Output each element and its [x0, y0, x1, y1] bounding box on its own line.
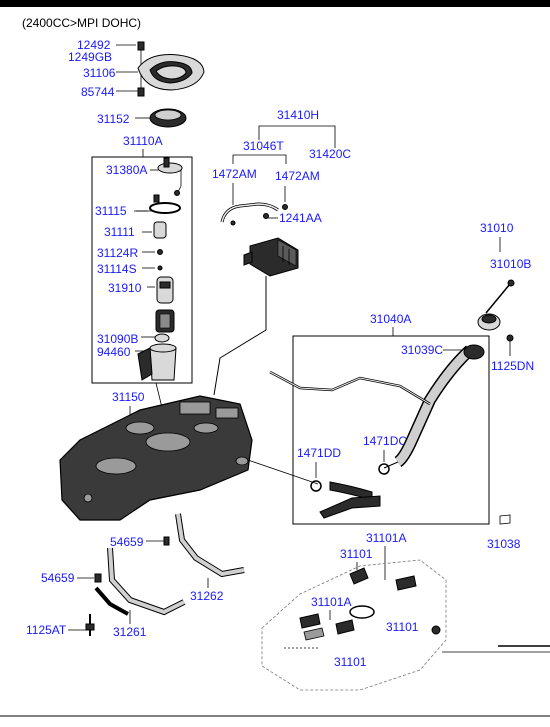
part-label-1472AM-left[interactable]: 1472AM — [212, 167, 257, 181]
filler-neck-graphic — [269, 334, 514, 519]
part-label-12492[interactable]: 12492 — [77, 38, 111, 52]
part-label-31910[interactable]: 31910 — [108, 281, 142, 295]
engine-variant-heading: (2400CC>MPI DOHC) — [22, 16, 141, 30]
part-label-31262[interactable]: 31262 — [190, 589, 224, 603]
part-label-31410H[interactable]: 31410H — [277, 108, 319, 122]
part-label-31111[interactable]: 31111 — [104, 225, 135, 239]
part-label-31101A-top[interactable]: 31101A — [366, 531, 406, 545]
vent-line-graphic — [213, 276, 267, 396]
part-label-31106[interactable]: 31106 — [83, 66, 116, 80]
part-label-31010[interactable]: 31010 — [480, 221, 514, 235]
part-label-1125DN[interactable]: 1125DN — [491, 359, 534, 373]
part-label-1472AM-right[interactable]: 1472AM — [275, 169, 320, 183]
pump-parts-graphic — [134, 157, 183, 381]
part-label-31039C[interactable]: 31039C — [401, 343, 443, 357]
part-label-31150[interactable]: 31150 — [112, 390, 145, 404]
heat-shield-tank-graphic — [261, 559, 447, 691]
part-label-54659-upper[interactable]: 54659 — [110, 535, 144, 549]
pump-assembly-box — [91, 156, 193, 384]
part-label-85744[interactable]: 85744 — [81, 85, 115, 99]
part-label-31152[interactable]: 31152 — [97, 112, 130, 126]
cover-plate-graphic — [137, 41, 205, 97]
part-label-31420C[interactable]: 31420C — [309, 147, 351, 161]
part-label-31110A[interactable]: 31110A — [123, 134, 163, 148]
part-label-31124R[interactable]: 31124R — [97, 246, 138, 260]
part-label-1241AA[interactable]: 1241AA — [279, 211, 322, 225]
label-plate-graphic — [499, 514, 511, 525]
part-label-31261[interactable]: 31261 — [113, 625, 147, 639]
part-label-31101-right[interactable]: 31101 — [386, 620, 419, 634]
part-label-31046T[interactable]: 31046T — [243, 139, 284, 153]
part-label-31101-bottom[interactable]: 31101 — [334, 655, 367, 669]
vapor-canister-graphic — [220, 202, 299, 277]
part-label-31101A-mid[interactable]: 31101A — [311, 595, 351, 609]
part-label-31114S[interactable]: 31114S — [97, 262, 137, 276]
part-label-1471DD[interactable]: 1471DD — [297, 446, 341, 460]
part-label-31380A[interactable]: 31380A — [106, 163, 147, 177]
part-label-1125AT[interactable]: 1125AT — [26, 623, 67, 637]
part-label-31090B[interactable]: 31090B — [97, 332, 138, 346]
leader-31410H — [258, 125, 336, 148]
part-label-94460[interactable]: 94460 — [97, 345, 131, 359]
part-label-31038[interactable]: 31038 — [487, 537, 521, 551]
part-label-31115[interactable]: 31115 — [95, 204, 127, 218]
part-label-31101-top[interactable]: 31101 — [340, 547, 373, 561]
part-label-1249GB[interactable]: 1249GB — [68, 50, 112, 64]
filler-neck-box — [292, 335, 490, 525]
top-border-bar — [0, 0, 550, 7]
part-label-54659-lower[interactable]: 54659 — [41, 571, 75, 585]
fuel-tank-graphic — [59, 395, 319, 521]
lock-ring-graphic — [149, 108, 187, 128]
part-label-31010B[interactable]: 31010B — [490, 257, 531, 271]
part-label-1471DC[interactable]: 1471DC — [363, 434, 407, 448]
leader-31046T — [232, 154, 287, 164]
tank-straps-graphic — [85, 513, 245, 636]
filler-cap-graphic — [477, 279, 515, 331]
part-label-31040A[interactable]: 31040A — [370, 312, 411, 326]
